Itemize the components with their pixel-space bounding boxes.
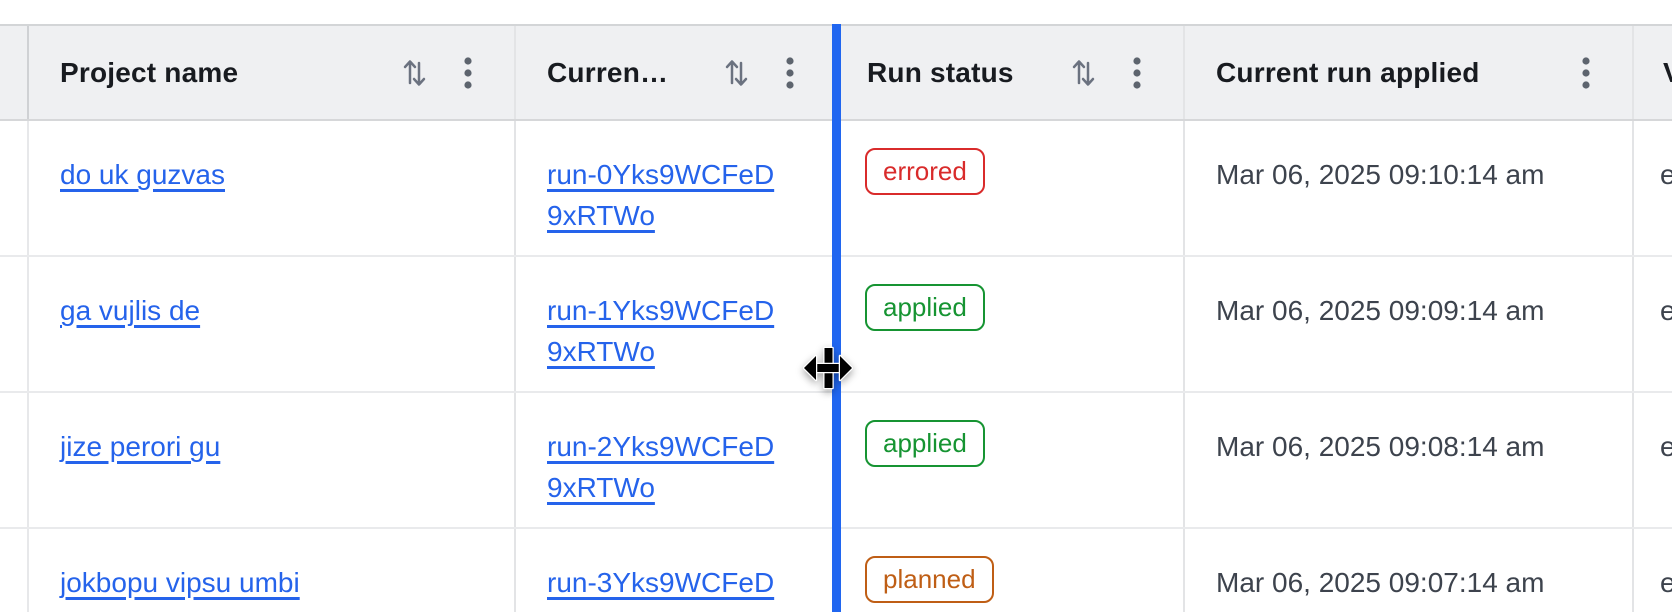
row-gutter-cell [0,393,29,527]
applied-timestamp: Mar 06, 2025 09:07:14 am [1216,567,1545,598]
sort-arrows-icon[interactable] [402,57,426,89]
column-resize-guide[interactable] [832,24,841,612]
row-gutter-cell [0,257,29,391]
status-badge: applied [865,420,985,467]
column-header-current-run-applied[interactable]: Current run applied [1185,26,1634,119]
partial-cell-text: e [1660,295,1672,326]
column-header-partial[interactable]: V [1634,26,1672,119]
status-badge: applied [865,284,985,331]
column-label: Run status [867,56,1014,88]
applied-timestamp: Mar 06, 2025 09:09:14 am [1216,295,1545,326]
run-link[interactable]: run-3Yks9WCFeD9xRTWo [547,567,775,612]
column-label: Current run applied [1216,56,1480,88]
project-link[interactable]: ga vujlis de [60,295,201,326]
status-badge: planned [865,556,994,603]
kebab-menu-icon[interactable] [1582,56,1590,90]
partial-cell-text: e [1660,567,1672,598]
project-link[interactable]: do uk guzvas [60,159,225,190]
column-label: V [1663,57,1672,89]
sort-arrows-icon[interactable] [1071,57,1095,89]
row-gutter-cell [0,121,29,255]
project-link[interactable]: jokbopu vipsu umbi [60,567,300,598]
status-badge: errored [865,148,985,195]
kebab-menu-icon[interactable] [1133,56,1141,90]
partial-cell-text: e [1660,159,1672,190]
kebab-menu-icon[interactable] [786,56,794,90]
applied-timestamp: Mar 06, 2025 09:10:14 am [1216,159,1545,190]
column-label: Project name [60,56,239,88]
row-gutter-cell [0,529,29,612]
project-link[interactable]: jize perori gu [60,431,221,462]
applied-timestamp: Mar 06, 2025 09:08:14 am [1216,431,1545,462]
partial-cell-text: e [1660,431,1672,462]
column-header-project-name[interactable]: Project name [29,26,516,119]
column-header-current-run[interactable]: Curren… [516,26,836,119]
sort-arrows-icon[interactable] [724,57,748,89]
column-label: Curren… [547,56,669,88]
header-gutter-cell [0,26,29,119]
column-header-run-status[interactable]: Run status [836,26,1185,119]
kebab-menu-icon[interactable] [464,56,472,90]
